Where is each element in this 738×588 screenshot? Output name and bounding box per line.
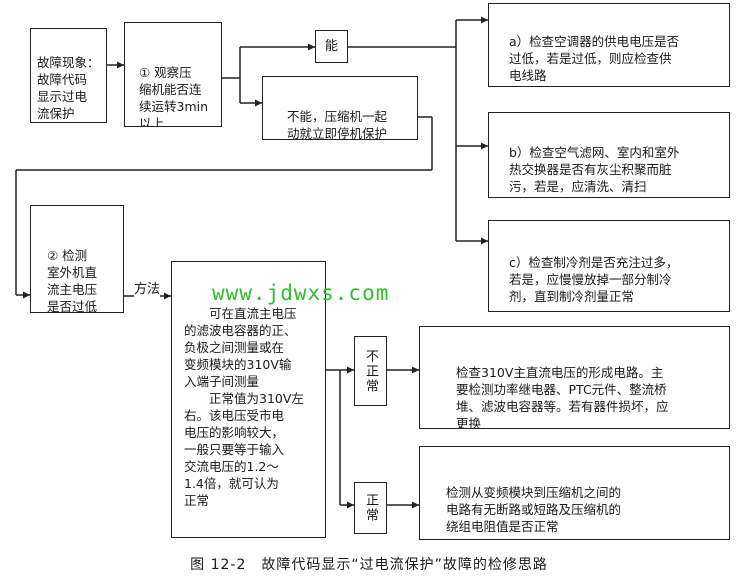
- arrow-to-a: [481, 16, 488, 24]
- check-a-box: a）检查空调器的供电电压是否 过低，若是过低，则应检查供 电线路: [488, 3, 730, 87]
- arrow-to-b: [481, 142, 488, 150]
- method-label: 方法: [134, 278, 161, 297]
- no-text: 不能，压缩机一起 动就立即停机保护: [287, 109, 388, 140]
- arrow-to-yes: [308, 43, 315, 51]
- arrow-to-observe: [117, 61, 124, 69]
- method-text: 可在直流主电压 的滤波电容器的正、 负极之间测量或在 变频模块的310V输 入端…: [184, 306, 304, 508]
- arrow-to-measure: [23, 291, 30, 299]
- measure-box: ② 检测 室外机直 流主电压 是否过低: [30, 205, 124, 313]
- check-c-box: c）检查制冷剂是否充注过多， 若是，应慢慢放掉一部分制冷 剂，直到制冷剂量正常: [488, 220, 730, 312]
- abnormal-text: 不正常: [363, 348, 378, 394]
- check-b-box: b）检查空气滤网、室内和室外 热交换器是否有灰尘积聚而脏 污，若是，应清洗、清扫: [488, 112, 730, 198]
- watermark-text: www.jdwxs.com: [212, 281, 390, 305]
- check-a-text: a）检查空调器的供电电压是否 过低，若是过低，则应检查供 电线路: [509, 34, 680, 83]
- abnormal-box: 不正常: [354, 336, 387, 406]
- arrow-to-method: [164, 292, 171, 300]
- yes-box: 能: [315, 30, 348, 63]
- normal-action-box: 检测从变频模块到压缩机之间的 电路有无断路或短路及压缩机的 绕组电阻值是否正常: [419, 446, 730, 540]
- normal-action-text: 检测从变频模块到压缩机之间的 电路有无断路或短路及压缩机的 绕组电阻值是否正常: [446, 485, 622, 534]
- method-box: 可在直流主电压 的滤波电容器的正、 负极之间测量或在 变频模块的310V输 入端…: [171, 261, 326, 538]
- fault-box: 故障现象： 故障代码 显示过电 流保护: [30, 28, 107, 123]
- measure-text: ② 检测 室外机直 流主电压 是否过低: [47, 248, 98, 313]
- arrow-to-normal-action: [412, 501, 419, 509]
- abnormal-action-box: 检查310V主直流电压的形成电路。主 要检测功率继电器、PTC元件、整流桥 堆、…: [419, 326, 730, 429]
- arrow-to-abnormal-action: [412, 366, 419, 374]
- observe-text: ① 观察压 缩机能否连 续运转3min 以上: [139, 65, 209, 127]
- abnormal-action-text: 检查310V主直流电压的形成电路。主 要检测功率继电器、PTC元件、整流桥 堆、…: [456, 365, 669, 429]
- fault-text: 故障现象： 故障代码 显示过电 流保护: [37, 55, 100, 121]
- figure-caption: 图 12-2 故障代码显示“过电流保护”故障的检修思路: [190, 557, 548, 573]
- check-c-text: c）检查制冷剂是否充注过多， 若是，应慢慢放掉一部分制冷 剂，直到制冷剂量正常: [509, 255, 679, 304]
- observe-box: ① 观察压 缩机能否连 续运转3min 以上: [124, 22, 222, 127]
- normal-box: 正常: [354, 482, 387, 534]
- arrow-to-c: [481, 237, 488, 245]
- arrow-to-no: [255, 99, 262, 107]
- arrow-to-abnormal: [347, 366, 354, 374]
- arrow-to-normal: [347, 501, 354, 509]
- yes-text: 能: [324, 39, 338, 54]
- check-b-text: b）检查空气滤网、室内和室外 热交换器是否有灰尘积聚而脏 污，若是，应清洗、清扫: [509, 145, 680, 194]
- normal-text: 正常: [363, 493, 378, 523]
- no-box: 不能，压缩机一起 动就立即停机保护: [262, 76, 418, 140]
